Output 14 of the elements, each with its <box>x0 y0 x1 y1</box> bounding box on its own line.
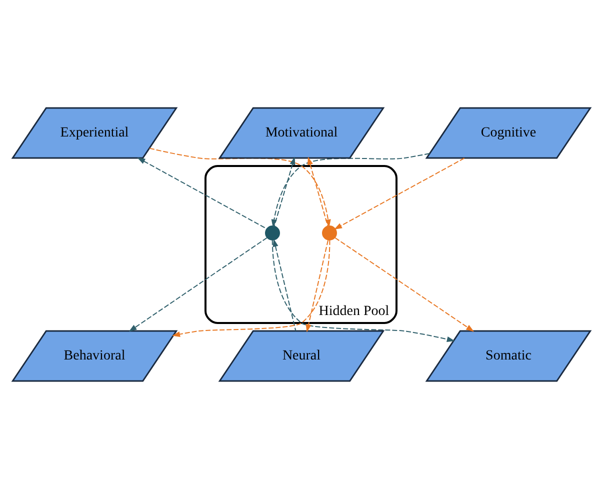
arrow <box>334 237 474 332</box>
arrow <box>137 157 268 230</box>
arrow <box>306 240 329 332</box>
arrow <box>272 240 455 342</box>
arrow <box>308 156 328 226</box>
arrow <box>271 153 430 228</box>
node-circle <box>265 226 280 240</box>
arrow <box>334 158 465 230</box>
node-circle <box>322 226 337 240</box>
arrow <box>272 238 296 332</box>
arrow <box>128 237 268 332</box>
cluster: Hidden Pool <box>204 165 398 324</box>
arrow <box>172 240 330 337</box>
arrow <box>274 156 296 227</box>
